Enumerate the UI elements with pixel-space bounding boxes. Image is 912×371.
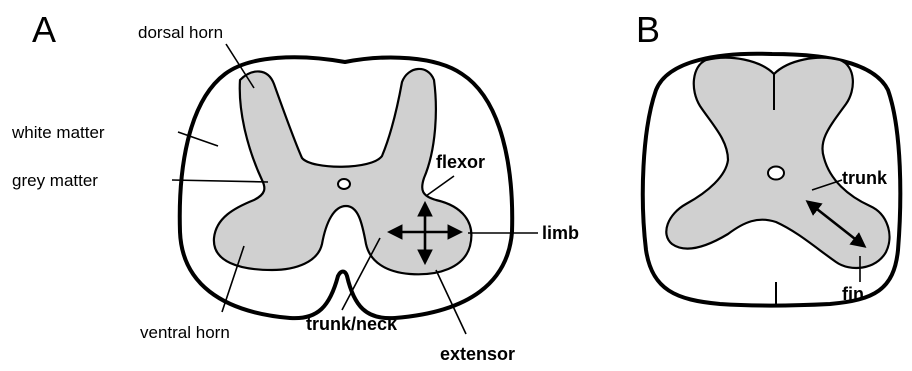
panel-a-central-canal [338, 179, 350, 189]
label-grey-matter: grey matter [12, 171, 98, 190]
label-trunk: trunk [842, 168, 888, 188]
panel-a: A dorsal horn white matter grey matter v… [11, 9, 579, 364]
label-extensor: extensor [440, 344, 515, 364]
panel-b-central-canal [768, 167, 784, 180]
panel-b: B trunk fin [636, 9, 900, 306]
label-dorsal-horn: dorsal horn [138, 23, 223, 42]
label-ventral-horn: ventral horn [140, 323, 230, 342]
panel-a-letter: A [32, 9, 56, 50]
label-trunk-neck: trunk/neck [306, 314, 398, 334]
panel-b-letter: B [636, 9, 660, 50]
label-flexor: flexor [436, 152, 485, 172]
label-white-matter: white matter [11, 123, 105, 142]
label-limb: limb [542, 223, 579, 243]
label-fin: fin [842, 284, 864, 304]
